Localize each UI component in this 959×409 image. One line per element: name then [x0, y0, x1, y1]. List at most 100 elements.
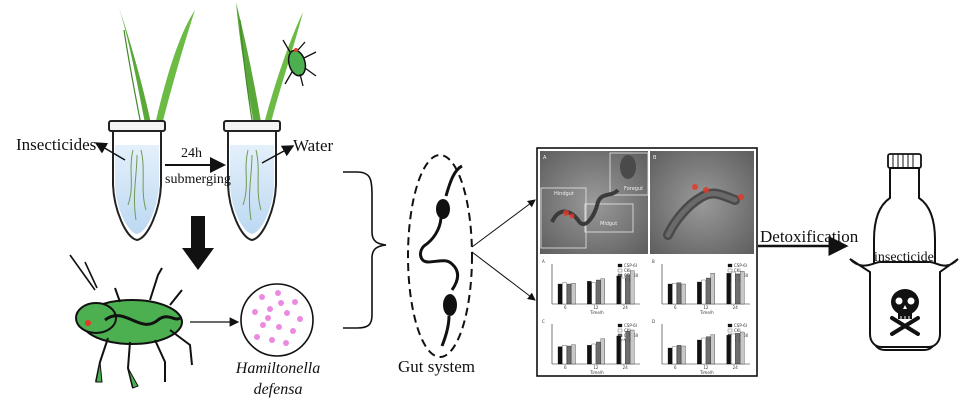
water-pointer — [261, 145, 295, 164]
chart-bar — [621, 277, 626, 305]
chart-bar — [735, 273, 740, 305]
chart-tick-label: 24 — [733, 365, 739, 370]
small-aphid-icon — [282, 39, 317, 87]
gut-system — [407, 154, 473, 358]
chart-bar — [600, 278, 605, 305]
chart-bar — [571, 283, 576, 305]
chart-bar — [591, 343, 596, 365]
chart-tick-label: 24 — [733, 305, 739, 310]
chart-bar — [726, 335, 731, 365]
aphid-icon — [69, 254, 193, 389]
chart-bar — [566, 283, 572, 305]
chart-bar — [562, 282, 567, 305]
chart-bar — [600, 338, 605, 365]
chart-bar — [681, 345, 686, 365]
chart-legend-label: CKI — [734, 268, 741, 273]
chart-bar — [681, 283, 686, 305]
chart-tick-label: 6 — [674, 365, 677, 370]
hindgut-label: Hindgut — [554, 191, 574, 197]
micrograph-panel-b-label: B — [653, 155, 657, 161]
chart-bar — [557, 283, 563, 305]
chart-bar — [697, 281, 702, 305]
chart-bar — [630, 270, 635, 305]
foregut-label: Foregut — [624, 186, 644, 192]
chart-tick-label: 6 — [564, 365, 567, 370]
chart-legend-label: CKI — [734, 328, 741, 333]
chart-bar — [625, 331, 630, 365]
chart-bar — [621, 339, 626, 365]
midgut-label: Midgut — [600, 221, 618, 227]
chart-legend-swatch — [727, 323, 733, 328]
chart-panel-label: D — [652, 319, 655, 324]
chart-bar — [672, 283, 677, 305]
chart-bar — [735, 333, 740, 365]
insecticides-label: Insecticides — [16, 135, 97, 154]
water-tube — [223, 2, 317, 242]
chart-legend-label: CSP-6I — [734, 263, 747, 268]
chart-bar — [667, 283, 673, 305]
chart-legend-label: CSP-6I — [734, 323, 747, 328]
bacterium-species: defensa — [253, 381, 303, 398]
chart-bar — [566, 345, 572, 365]
detoxification-label: Detoxification — [760, 227, 859, 246]
chart-xlabel: Time/h — [589, 370, 604, 375]
bottle-label: insecticide — [874, 250, 934, 265]
chart-tick-label: 12 — [703, 305, 709, 310]
water-label: Water — [293, 136, 334, 155]
chart-bar — [562, 345, 567, 365]
micrograph-panel-a-label: A — [543, 155, 547, 161]
gut-to-charts-arrow — [471, 251, 536, 301]
chart-panel-label: B — [652, 259, 655, 264]
chart-bar — [731, 333, 736, 365]
chart-bar — [571, 344, 576, 365]
insecticide-bottle-icon — [849, 153, 959, 351]
chart-bar — [710, 334, 715, 365]
bacterium-genus: Hamiltonella — [235, 360, 321, 377]
leaf-icon — [118, 5, 156, 148]
skull-icon — [890, 289, 920, 336]
chart-legend-swatch — [617, 328, 623, 333]
insecticides-pointer — [94, 142, 126, 161]
chart-bar — [625, 274, 630, 305]
down-arrow — [182, 216, 214, 270]
bacterium-name: Hamiltonella defensa — [233, 358, 323, 400]
chart-bar — [701, 337, 706, 365]
chart-legend-label: CKI — [624, 328, 631, 333]
leaf-icon — [236, 2, 265, 148]
gut-system-label: Gut system — [398, 357, 475, 376]
chart-panel-label: C — [542, 319, 545, 324]
chart-bar — [706, 336, 711, 365]
chart-tick-label: 6 — [674, 305, 677, 310]
group-bracket — [343, 171, 387, 329]
leaf-icon — [150, 10, 195, 150]
chart-bar — [616, 275, 621, 305]
chart-bar — [697, 339, 702, 365]
chart-tick-label: 12 — [593, 365, 599, 370]
chart-tick-label: 12 — [593, 305, 599, 310]
insecticide-tube — [108, 5, 195, 242]
chart-legend-swatch — [727, 263, 733, 268]
chart-bar — [706, 277, 711, 305]
gut-to-micrograph-arrow — [471, 199, 536, 248]
chart-bar — [587, 345, 592, 365]
chart-bar — [726, 273, 731, 305]
chart-legend-label: CSP-6I — [624, 263, 637, 268]
chart-bar — [557, 346, 563, 365]
chart-tick-label: 24 — [623, 305, 629, 310]
chart-bar — [701, 279, 706, 305]
chart-bar — [596, 279, 601, 305]
leaf-icon — [258, 12, 303, 150]
chart-tick-label: 6 — [564, 305, 567, 310]
chart-xlabel: Time/h — [699, 370, 714, 375]
chart-legend-label: CKI — [624, 268, 631, 273]
chart-bar — [630, 329, 635, 365]
chart-bar — [676, 282, 682, 305]
chart-legend-swatch — [727, 268, 733, 273]
chart-bar — [740, 271, 745, 305]
chart-tick-label: 12 — [703, 365, 709, 370]
